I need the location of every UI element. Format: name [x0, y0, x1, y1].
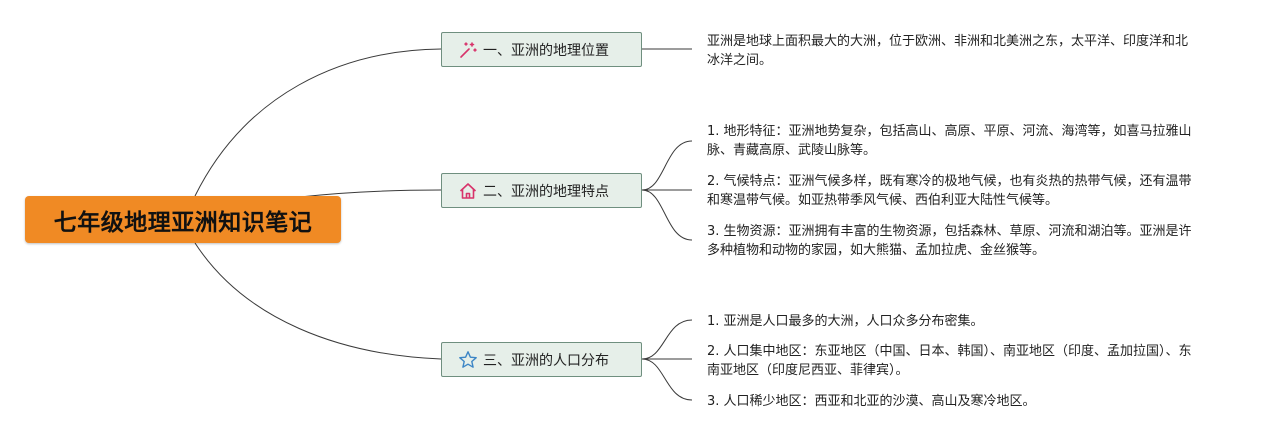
connector-topic-3-leaf-3: [641, 358, 693, 401]
connector-root-topic-2: [299, 189, 442, 198]
connector-topic-3-leaf-1: [641, 319, 693, 360]
home-icon: [458, 181, 478, 201]
magic-wand-icon: [458, 40, 478, 60]
topic-geographic-features[interactable]: 二、亚洲的地理特点: [441, 173, 642, 208]
leaf-terrain[interactable]: 1. 地形特征：亚洲地势复杂，包括高山、高原、平原、河流、海湾等，如喜马拉雅山脉…: [707, 124, 1192, 158]
topic-label: 二、亚洲的地理特点: [483, 183, 609, 200]
topic-label: 一、亚洲的地理位置: [483, 42, 609, 59]
leaf-climate[interactable]: 2. 气候特点：亚洲气候多样，既有寒冷的极地气候，也有炎热的热带气候，还有温带和…: [707, 174, 1192, 208]
connector-topic-2-leaf-3: [641, 189, 693, 241]
root-title: 七年级地理亚洲知识笔记: [53, 209, 313, 236]
topic-geographic-location[interactable]: 一、亚洲的地理位置: [441, 32, 642, 67]
root-topic[interactable]: 七年级地理亚洲知识笔记: [25, 196, 341, 243]
leaf-location-description[interactable]: 亚洲是地球上面积最大的大洲，位于欧洲、非洲和北美洲之东，太平洋、印度洋和北冰洋之…: [707, 34, 1189, 68]
leaf-biological-resources[interactable]: 3. 生物资源：亚洲拥有丰富的生物资源，包括森林、草原、河流和湖泊等。亚洲是许多…: [707, 224, 1192, 258]
star-icon: [458, 350, 478, 370]
topic-population-distribution[interactable]: 三、亚洲的人口分布: [441, 342, 642, 377]
connector-topic-2-leaf-1: [641, 140, 693, 191]
connector-root-topic-1: [194, 48, 442, 197]
leaf-population-dense-regions[interactable]: 2. 人口集中地区：东亚地区（中国、日本、韩国）、南亚地区（印度、孟加拉国）、东…: [707, 344, 1192, 378]
leaf-population-sparse-regions[interactable]: 3. 人口稀少地区：西亚和北亚的沙漠、高山及寒冷地区。: [707, 394, 1036, 409]
topic-label: 三、亚洲的人口分布: [483, 352, 609, 369]
leaf-population-largest[interactable]: 1. 亚洲是人口最多的大洲，人口众多分布密集。: [707, 314, 984, 329]
connector-root-topic-3: [194, 242, 442, 360]
